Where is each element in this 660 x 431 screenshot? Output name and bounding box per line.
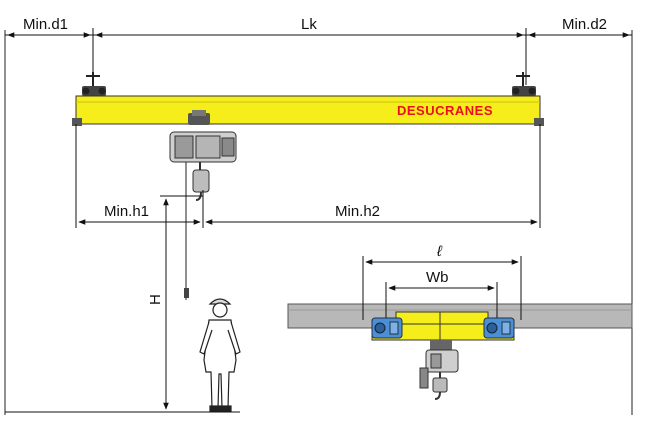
wb-label: Wb (426, 269, 449, 286)
l-label: ℓ (436, 243, 443, 260)
right-trolley-wheel (483, 317, 515, 339)
worker-figure (199, 298, 241, 412)
hoist-side-view (169, 110, 237, 300)
min-d2-label: Min.d2 (562, 16, 607, 33)
crane-girder (75, 95, 541, 125)
hoist-front-view (419, 340, 459, 400)
cross-section-view: ℓ Wb (287, 243, 633, 400)
min-h1-label: Min.h1 (104, 203, 149, 220)
right-end-carriage (512, 72, 536, 96)
min-h2-label: Min.h2 (335, 203, 380, 220)
lk-label: Lk (301, 16, 317, 33)
left-trolley-wheel (371, 317, 403, 339)
brand-label: DESUCRANES (397, 103, 493, 118)
left-end-carriage (82, 72, 106, 96)
min-d1-label: Min.d1 (23, 16, 68, 33)
h-label: H (147, 294, 164, 305)
